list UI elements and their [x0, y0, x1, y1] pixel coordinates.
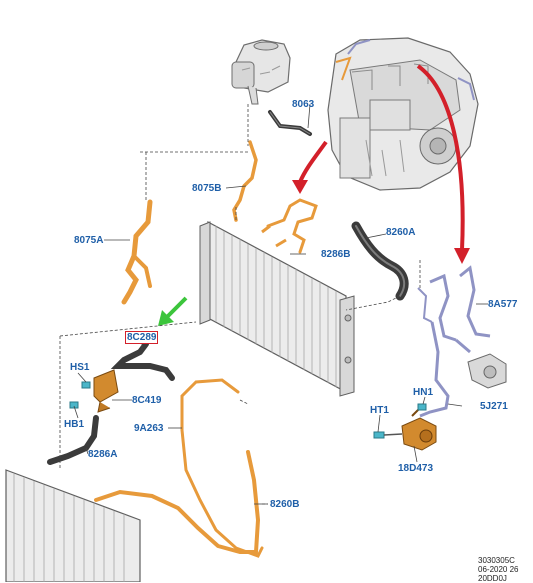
callout-8075b: 8075B	[192, 183, 222, 194]
line-5J271	[419, 321, 450, 418]
pump-18D473	[401, 407, 437, 451]
callout-18d473: 18D473	[398, 463, 434, 474]
part-8C419	[93, 369, 119, 413]
part-8A577	[417, 265, 507, 389]
auxiliary-radiator	[5, 469, 141, 582]
main-radiator	[199, 220, 355, 397]
callout-hs1: HS1	[70, 362, 90, 373]
hose-8075A	[121, 199, 153, 305]
connector-hn1	[417, 403, 427, 411]
callout-9a263: 9A263	[134, 423, 164, 434]
callout-8286b: 8286B	[321, 249, 351, 260]
callout-8260a: 8260A	[386, 227, 416, 238]
red-arrow-right	[416, 64, 470, 264]
hose-8286B	[266, 198, 318, 254]
callout-hb1: HB1	[64, 419, 85, 430]
leader-lines	[73, 103, 488, 505]
figure-variant-code: 20DD0J	[478, 574, 507, 583]
callout-8a577: 8A577	[488, 299, 518, 310]
callout-8c289: 8C289	[125, 331, 159, 344]
connector-hb1	[69, 401, 79, 409]
callout-8063: 8063	[292, 99, 315, 110]
connector-ht1	[373, 431, 403, 439]
red-arrow-left	[292, 140, 328, 194]
figure-reference-code: 3030305C	[478, 556, 515, 565]
hose-8260B	[94, 450, 261, 554]
green-arrow	[158, 296, 188, 326]
callout-5j271: 5J271	[480, 401, 508, 412]
hose-8075B	[232, 140, 258, 222]
connector-hs1	[81, 381, 91, 389]
callout-8260b: 8260B	[270, 499, 300, 510]
expansion-tank	[231, 39, 291, 105]
callout-ht1: HT1	[370, 405, 389, 416]
figure-date-code: 06-2020 26	[478, 565, 519, 574]
callout-8c419: 8C419	[132, 395, 162, 406]
callout-8075a: 8075A	[74, 235, 104, 246]
routing-dashed-lines	[59, 104, 421, 505]
callout-hn1: HN1	[413, 387, 434, 398]
callout-8286a: 8286A	[88, 449, 118, 460]
hose-8C289	[110, 341, 175, 381]
engine	[327, 37, 479, 191]
